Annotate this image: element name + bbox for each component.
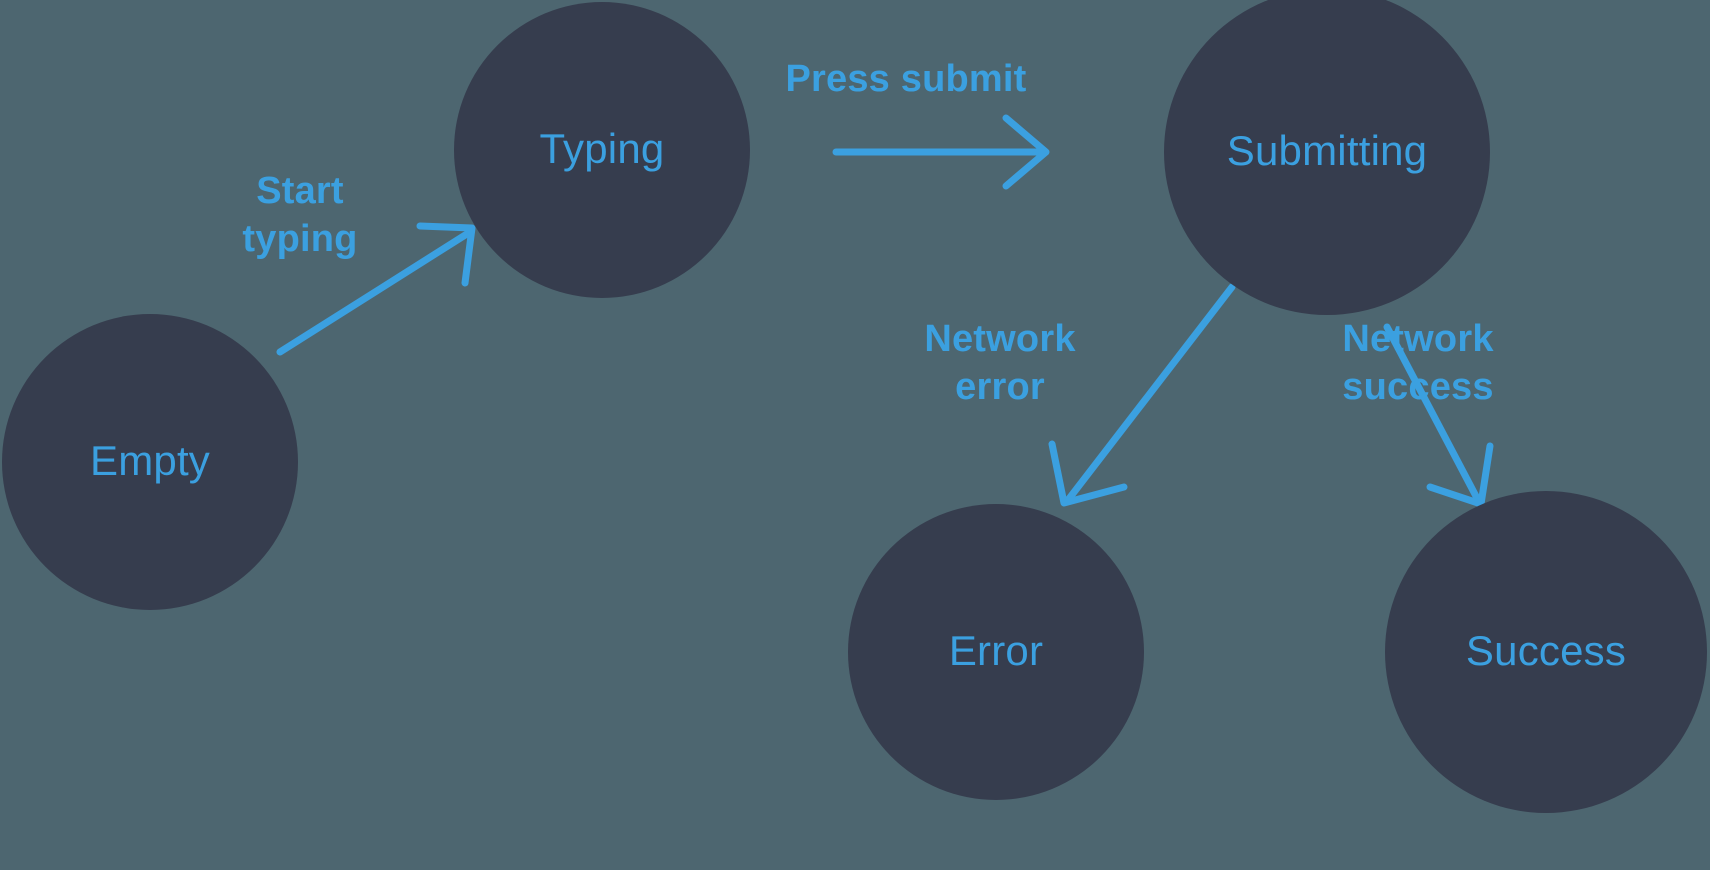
transition-label-press-submit: Press submit	[785, 58, 1026, 100]
transition-label-network-success-line2: success	[1342, 366, 1493, 408]
network-error-arrow-line	[1064, 283, 1236, 504]
state-node-error[interactable]: Error	[848, 504, 1144, 800]
transition-label-start-typing-line2: typing	[242, 218, 357, 260]
state-label-success: Success	[1466, 627, 1626, 674]
state-circle-error[interactable]	[848, 504, 1144, 800]
state-node-empty[interactable]: Empty	[2, 314, 298, 610]
state-circle-success[interactable]	[1385, 491, 1707, 813]
state-node-submitting[interactable]: Submitting	[1164, 0, 1490, 315]
state-circle-submitting[interactable]	[1164, 0, 1490, 315]
state-circle-empty[interactable]	[2, 314, 298, 610]
transition-label-network-error-line1: Network	[924, 318, 1076, 360]
transition-network-error	[1048, 283, 1236, 507]
state-label-submitting: Submitting	[1227, 127, 1427, 174]
start-typing-arrow-line	[276, 228, 474, 356]
transition-label-network-success-line1: Network	[1342, 318, 1494, 360]
network-success-arrow-line	[1383, 323, 1482, 504]
press-submit-arrow-head	[1002, 114, 1050, 190]
network-error-arrow-head	[1048, 440, 1128, 507]
state-circle-typing[interactable]	[454, 2, 750, 298]
transition-network-success	[1383, 323, 1494, 508]
start-typing-arrow-head	[416, 222, 476, 287]
state-node-typing[interactable]: Typing	[454, 2, 750, 298]
state-label-error: Error	[949, 627, 1043, 674]
state-label-typing: Typing	[540, 125, 665, 172]
transition-label-start-typing-line1: Start	[256, 170, 344, 212]
network-success-arrow-head	[1426, 442, 1494, 508]
transition-label-network-error-line2: error	[955, 366, 1045, 408]
transition-start-typing	[276, 222, 476, 356]
state-label-empty: Empty	[90, 437, 210, 484]
transition-press-submit	[832, 114, 1050, 190]
state-node-success[interactable]: Success	[1385, 491, 1707, 813]
